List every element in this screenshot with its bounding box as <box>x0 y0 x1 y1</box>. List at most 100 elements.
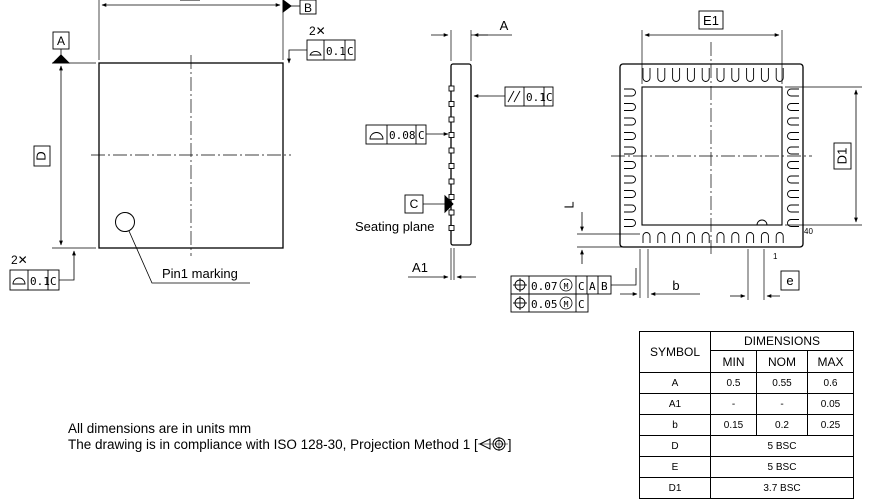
pad <box>731 68 740 82</box>
dim-label-b: b <box>672 278 679 293</box>
datum-b-triangle <box>282 0 292 13</box>
symbol-cell: A1 <box>639 393 711 415</box>
nom-cell: 0.55 <box>756 372 808 394</box>
side-pad <box>448 85 455 92</box>
pad <box>672 68 681 82</box>
flat-left-datum: C <box>50 275 57 288</box>
pin1-leader <box>128 230 250 284</box>
pos1-value: 0.07 <box>531 280 558 293</box>
pad <box>624 88 636 97</box>
dim-label-d1: D1 <box>834 148 849 165</box>
pin-40-label: 40 <box>804 227 813 236</box>
min-cell: 0.15 <box>710 414 757 436</box>
pad <box>624 190 636 198</box>
table-row: A1--0.05 <box>639 393 854 415</box>
seating-plane-label: Seating plane <box>355 219 435 234</box>
bottom-view-text: E1 D1 L b e 40 1 0.07 M C A B 0.05 M C <box>531 13 849 311</box>
symbol-cell: E <box>639 456 711 478</box>
side-pad <box>448 101 455 107</box>
datum-b-label: B <box>304 1 312 15</box>
pad <box>624 103 636 111</box>
pad <box>731 232 740 243</box>
pad <box>787 175 799 184</box>
max-cell: 0.05 <box>807 393 854 415</box>
pos2-value: 0.05 <box>531 298 558 311</box>
pad <box>716 68 725 82</box>
pin-1-label: 1 <box>773 252 778 261</box>
pad <box>624 204 636 213</box>
dim-label-e1: E1 <box>703 13 719 28</box>
pad <box>787 117 799 126</box>
symbol-cell: D <box>639 435 711 457</box>
compliance-end: ] <box>507 437 512 452</box>
pad <box>642 68 651 82</box>
pad <box>746 68 755 82</box>
flat-left-value: 0.1 <box>30 275 50 288</box>
nom-header: NOM <box>756 350 808 373</box>
side-pad <box>448 209 455 216</box>
value-cell: 3.7 BSC <box>710 477 854 499</box>
pad <box>624 117 636 126</box>
pad <box>701 232 710 243</box>
pad <box>760 68 769 82</box>
min-cell: - <box>710 393 757 415</box>
pos1-datum-2: A <box>589 280 596 293</box>
side-view-text: A A1 0.1 C 0.08 C C Seating plane <box>355 18 553 275</box>
dim-label-d-box <box>33 145 51 167</box>
pad <box>787 88 799 97</box>
dim-label-a1: A1 <box>412 260 428 275</box>
dim-label-d: D <box>33 151 48 160</box>
min-cell: 0.5 <box>710 372 757 394</box>
pad <box>775 232 784 243</box>
datum-a-triangle <box>51 54 71 64</box>
pad <box>672 232 681 243</box>
symbol-cell: b <box>639 414 711 436</box>
dimensions-header: DIMENSIONS <box>710 331 854 351</box>
side-view <box>365 30 554 280</box>
drawing-notes: All dimensions are in units mm The drawi… <box>68 421 511 453</box>
pos1-datum-1: C <box>578 280 585 293</box>
symbol-cell: D1 <box>639 477 711 499</box>
max-cell: 0.25 <box>807 414 854 436</box>
side-pad <box>448 178 455 185</box>
datum-c-label: C <box>410 197 419 211</box>
pad <box>686 68 695 82</box>
pos1-m: M <box>564 282 569 291</box>
pad <box>624 161 636 169</box>
pos1-datum-3: B <box>601 280 608 293</box>
bottom-view <box>510 10 862 313</box>
count-label-left: 2✕ <box>11 253 28 267</box>
dim-label-a: A <box>500 18 509 33</box>
datum-a-label: A <box>57 34 65 48</box>
pad <box>775 68 784 82</box>
pad <box>760 232 769 243</box>
pad <box>787 204 799 213</box>
units-note: All dimensions are in units mm <box>68 421 252 436</box>
side-view-pads <box>448 85 455 231</box>
side-pad <box>448 163 455 169</box>
compliance-text: The drawing is in compliance with ISO 12… <box>68 437 478 452</box>
side-pad <box>448 116 455 123</box>
datum-c-triangle <box>444 194 454 214</box>
side-pad <box>448 132 455 138</box>
value-cell: 5 BSC <box>710 435 854 457</box>
pin1-marking-circle <box>115 212 135 232</box>
min-header: MIN <box>710 350 757 373</box>
side-pad <box>448 194 455 200</box>
side-pad <box>448 225 455 231</box>
pad <box>787 219 799 227</box>
bottom-view-body <box>619 63 804 248</box>
top-view <box>9 0 356 291</box>
bottom-view-pads <box>624 68 799 243</box>
flat-top-datum: C <box>347 45 354 58</box>
pad <box>624 175 636 184</box>
pad <box>624 146 636 155</box>
